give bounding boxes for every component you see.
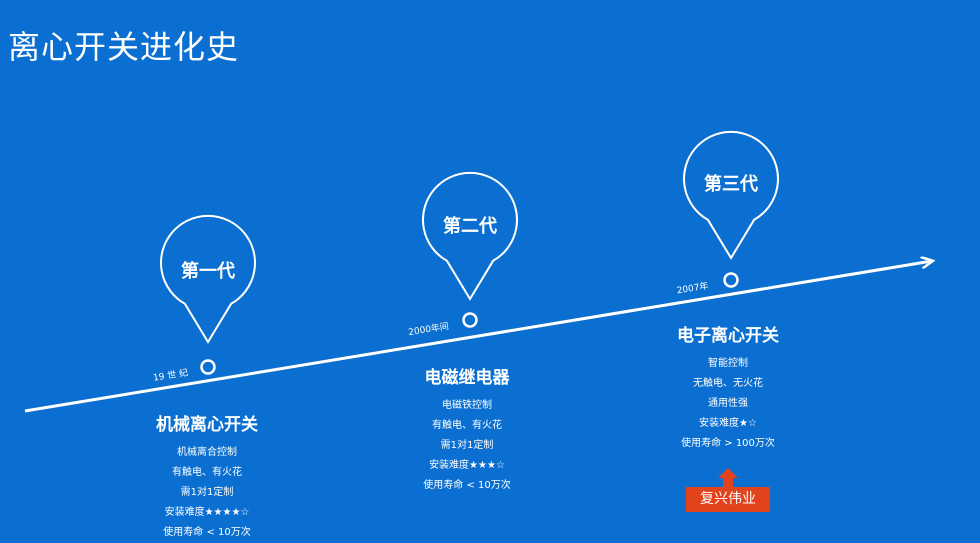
feature-item: 有触电、有火花	[432, 420, 502, 431]
generation-3-details: 电子离心开关 智能控制 无触电、无火花 通用性强 安装难度★☆ 使用寿命 > 1…	[608, 321, 848, 454]
pin-label: 第三代	[704, 173, 758, 195]
generation-name: 电磁继电器	[424, 368, 510, 388]
feature-item: 使用寿命 < 10万次	[423, 480, 511, 491]
page-title: 离心开关进化史	[8, 28, 240, 66]
timeline-arrow	[24, 261, 932, 413]
timeline-node	[200, 359, 216, 375]
generation-3-pin: 第三代 2007年	[676, 130, 779, 297]
feature-item: 智能控制	[708, 358, 748, 369]
generation-2-pin: 第二代 2000年间	[407, 171, 518, 338]
revival-badge: 复兴伟业	[686, 487, 770, 512]
date-label: 2007年	[676, 280, 709, 297]
feature-item: 安装难度★★★☆	[429, 460, 505, 471]
feature-item: 通用性强	[708, 398, 748, 409]
feature-item: 需1对1定制	[180, 487, 234, 498]
feature-item: 需1对1定制	[440, 440, 494, 451]
map-pin-icon	[683, 130, 779, 260]
generation-1-details: 机械离心开关 机械离合控制 有触电、有火花 需1对1定制 安装难度★★★★☆ 使…	[87, 410, 327, 543]
generation-1-pin: 第一代 19 世 纪	[152, 214, 256, 384]
feature-item: 安装难度★☆	[699, 418, 757, 429]
pin-label: 第一代	[181, 260, 235, 282]
generation-name: 机械离心开关	[156, 415, 258, 435]
generation-2-details: 电磁继电器 电磁铁控制 有触电、有火花 需1对1定制 安装难度★★★☆ 使用寿命…	[347, 363, 587, 496]
feature-item: 无触电、无火花	[693, 378, 763, 389]
feature-item: 使用寿命 > 100万次	[681, 438, 775, 449]
feature-item: 使用寿命 < 10万次	[163, 527, 251, 538]
feature-item: 机械离合控制	[177, 447, 237, 458]
date-label: 19 世 纪	[152, 366, 189, 383]
feature-item: 安装难度★★★★☆	[164, 507, 250, 518]
up-arrow-icon	[718, 468, 738, 488]
generation-name: 电子离心开关	[677, 326, 779, 346]
timeline-node	[462, 312, 478, 328]
map-pin-icon	[160, 214, 256, 344]
date-label: 2000年间	[407, 320, 449, 338]
map-pin-icon	[422, 171, 518, 301]
feature-item: 有触电、有火花	[172, 467, 242, 478]
timeline-node	[723, 272, 739, 288]
feature-item: 电磁铁控制	[442, 400, 492, 411]
pin-label: 第二代	[443, 215, 497, 237]
